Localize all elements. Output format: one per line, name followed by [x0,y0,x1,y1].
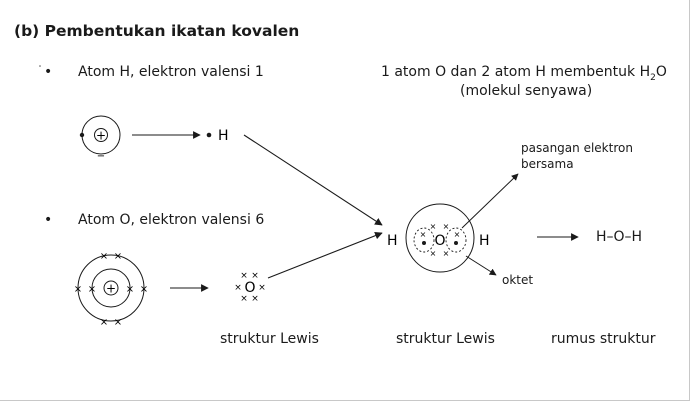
o-outer-electron: × [140,284,148,295]
h-lewis-symbol: H [218,128,229,144]
o-outer-electron: × [100,251,108,262]
shared-pair-right-ring [445,227,467,253]
o-outer-electron: × [74,284,82,295]
arrow-o-to-molecule [267,231,383,279]
o-lewis-electron: × [240,294,248,304]
molecule-title-subscript: 2 [650,72,656,83]
arrow-h-to-molecule [243,134,383,226]
o-lewis-electron: × [234,283,242,293]
o-inner-electron: × [126,284,134,295]
h-nucleus [94,128,108,142]
octet-callout-arrow [465,255,497,276]
bullet-o: • [44,212,53,228]
octet-label: oktet [502,273,534,287]
stray-mark [39,65,41,67]
o-inner-electron: × [88,284,96,295]
water-lone-electron: × [443,222,450,231]
shared-pair-left-ring [413,227,435,253]
water-o-symbol: O [434,233,445,249]
water-h-electron [422,241,426,245]
o-lewis-electron: × [251,271,259,281]
water-bond-electron: × [454,230,461,239]
h-minus-sign: − [97,151,105,162]
shared-pair-label-line2: bersama [521,157,574,171]
h-electron [79,132,85,138]
atom-h-label: Atom H, elektron valensi 1 [78,64,264,80]
water-lone-electron: × [430,222,437,231]
o-outer-electron: × [100,317,108,328]
structural-formula-label: rumus struktur [551,331,656,347]
molecule-title: 1 atom O dan 2 atom H membentuk H2O [381,64,667,83]
o-nucleus-plus: + [106,282,116,296]
shared-pair-label-line1: pasangan elektron [521,141,633,155]
o-outer-electron: × [114,251,122,262]
water-lone-electron: × [443,249,450,258]
structural-formula: H–O–H [596,229,643,245]
o-lewis-electron: × [251,294,259,304]
water-lewis-structure: O × × × × × × H H [387,203,490,273]
h-nucleus-plus: + [96,129,106,143]
o-nucleus [103,280,119,296]
water-h-electron [454,241,458,245]
molecule-title-suffix: O [655,64,667,80]
atom-o-label: Atom O, elektron valensi 6 [78,212,265,228]
hydrogen-atom-model: + − [79,115,121,162]
lewis-label-left: struktur Lewis [220,331,319,347]
o-lewis-symbol: O [244,280,255,296]
h-lewis-dot [206,132,212,138]
water-lone-electron: × [430,249,437,258]
o-lewis-electron: × [258,283,266,293]
o-inner-shell [91,268,131,308]
water-bond-electron: × [420,230,427,239]
bullet-h: • [44,64,53,80]
water-h-right-symbol: H [479,233,490,249]
o-outer-electron: × [114,317,122,328]
molecule-title-prefix: 1 atom O dan 2 atom H membentuk H [381,64,651,80]
o-lewis-electron: × [240,271,248,281]
water-octet-circle [405,203,475,273]
o-lewis-structure: O × × × × × × [234,271,266,304]
oxygen-atom-model: + × × × × × × × × [74,251,148,328]
shared-pair-callout-arrow [461,173,519,229]
water-h-left-symbol: H [387,233,398,249]
o-outer-shell [77,254,145,322]
section-heading: (b) Pembentukan ikatan kovalen [14,22,300,40]
molecule-subtitle: (molekul senyawa) [460,83,593,99]
lewis-label-middle: struktur Lewis [396,331,495,347]
